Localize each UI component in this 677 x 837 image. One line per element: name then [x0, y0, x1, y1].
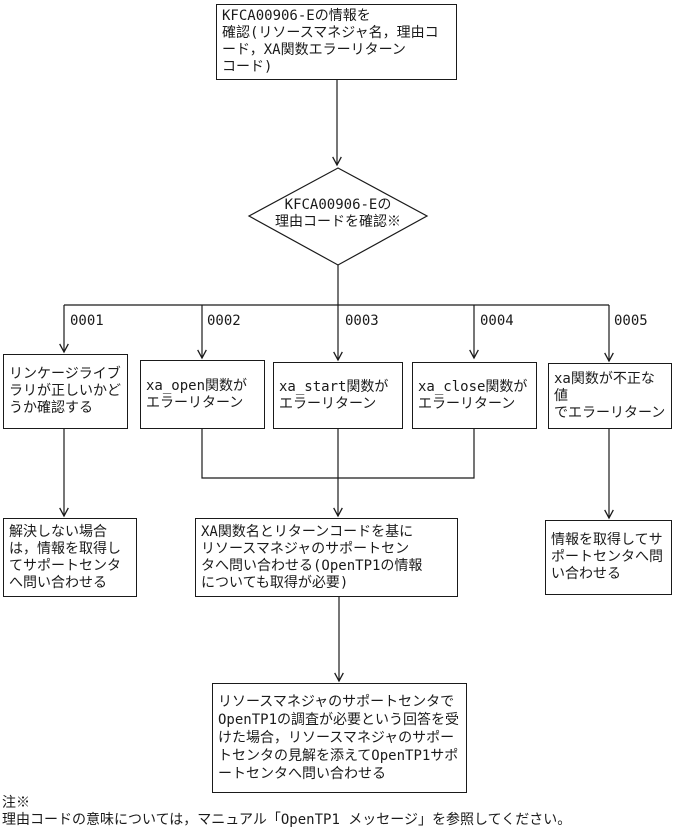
action-box-right: 情報を取得してサ ポートセンタへ問 い合わせる — [545, 520, 672, 595]
start-box: KFCA00906-Eの情報を 確認(リソースマネジャ名，理由コ ード，XA関数… — [216, 4, 457, 80]
final-box: リソースマネジャのサポートセンタで OpenTP1の調査が必要という回答を受 け… — [212, 683, 467, 793]
branch-label-0003: 0003 — [345, 313, 379, 329]
branch-box-0004: xa_close関数が エラーリターン — [412, 362, 537, 429]
branch-label-0004: 0004 — [480, 313, 514, 329]
decision-label: KFCA00906-Eの 理由コードを確認※ — [275, 197, 401, 230]
branch-box-0002: xa_open関数が エラーリターン — [140, 360, 265, 429]
branch-label-0005: 0005 — [614, 313, 648, 329]
branch-label-0002: 0002 — [207, 313, 241, 329]
branch-box-0005: xa関数が不正な値 でエラーリターン — [548, 363, 672, 429]
footnote-marker: 注※ — [2, 795, 30, 811]
branch-box-0003: xa_start関数が エラーリターン — [273, 362, 403, 429]
footnote-text: 理由コードの意味については，マニュアル「OpenTP1 メッセージ」を参照してく… — [2, 812, 572, 828]
action-box-middle: XA関数名とリターンコードを基に リソースマネジャのサポートセン タへ問い合わせ… — [195, 518, 458, 597]
branch-box-0001: リンケージライブ ラリが正しいかど うか確認する — [3, 354, 128, 429]
action-box-left: 解決しない場合 は，情報を取得し てサポートセンタ へ問い合わせる — [3, 518, 137, 597]
branch-label-0001: 0001 — [70, 313, 104, 329]
